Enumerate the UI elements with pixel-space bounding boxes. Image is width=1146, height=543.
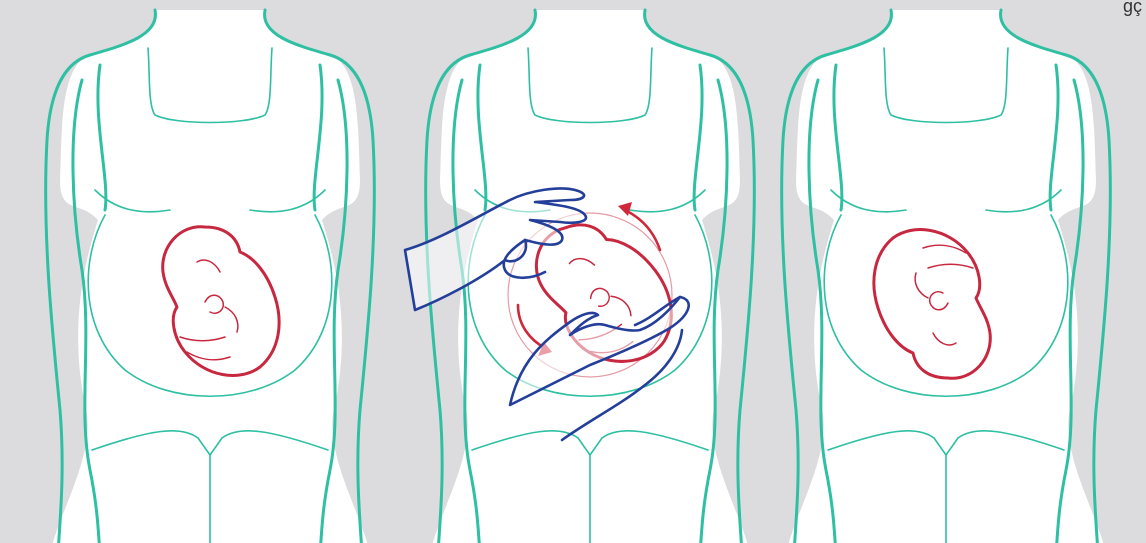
panel-before-fetus-head-down xyxy=(46,10,375,543)
panel-after-fetus-head-up xyxy=(782,10,1111,543)
corner-text: gç xyxy=(1123,0,1142,17)
